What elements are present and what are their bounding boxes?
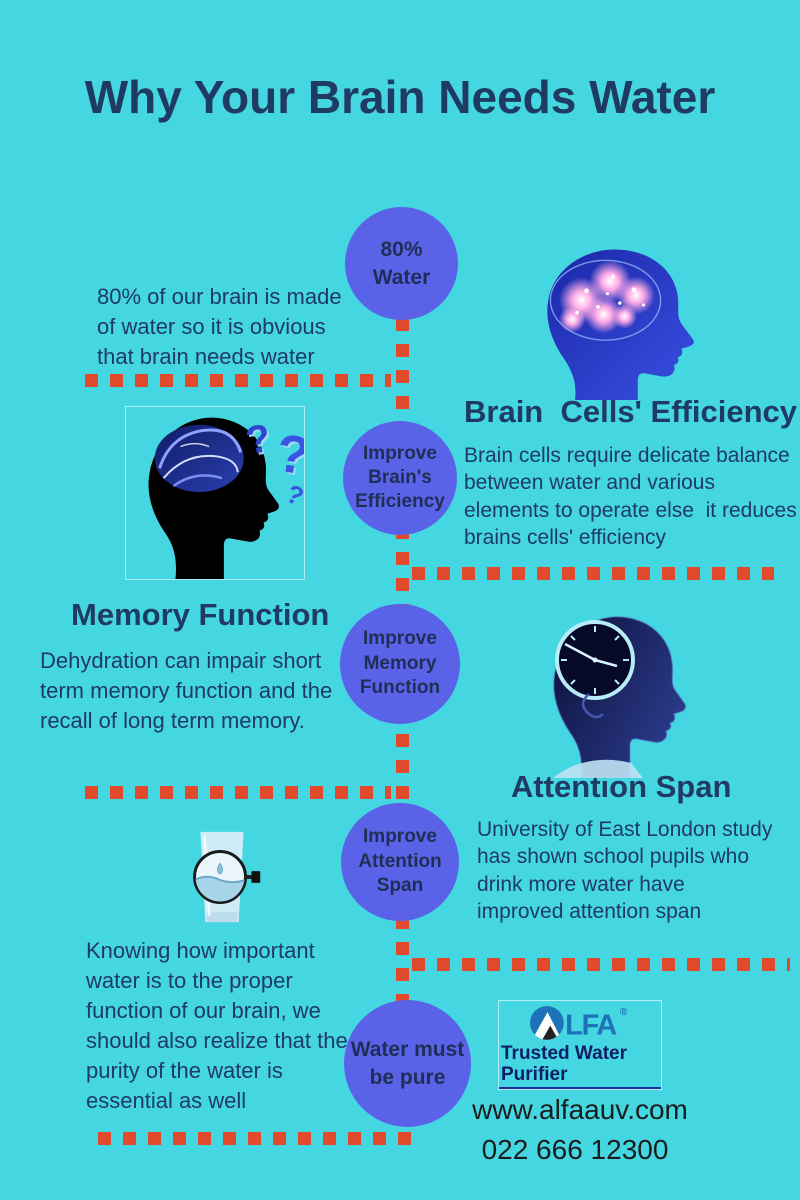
step-circle-80-percent-water: 80% Water	[345, 207, 458, 320]
divider-dashed-line-2	[412, 567, 774, 580]
website-text: www.alfaauv.com	[472, 1094, 688, 1125]
divider-dashed-line-5	[98, 1132, 413, 1145]
step-circle-water-must-be-pure: Water must be pure	[344, 1000, 471, 1127]
body-water-purity: Knowing how important water is to the pr…	[86, 938, 348, 1113]
body-attention-span: University of East London study has show…	[477, 818, 773, 923]
svg-text:?: ?	[273, 424, 304, 487]
glowing-brain-head-icon	[527, 248, 722, 400]
clock-head-icon	[537, 602, 697, 779]
svg-text:®: ®	[620, 1007, 628, 1018]
water-glass-magnifier-icon	[182, 826, 262, 928]
step-circle-improve-memory-function: Improve Memory Function	[340, 604, 460, 724]
heading-memory-function: Memory Function	[71, 597, 330, 632]
body-memory-function: Dehydration can impair short term memory…	[40, 648, 333, 733]
logo-tagline: Trusted Water Purifier	[499, 1043, 661, 1089]
svg-text:LFA: LFA	[565, 1009, 617, 1041]
page-title: Why Your Brain Needs Water	[84, 71, 716, 123]
step-circle-improve-attention-span: Improve Attention Span	[341, 803, 459, 921]
step-circle-improve-brains-efficiency: Improve Brain's Efficiency	[343, 421, 457, 535]
divider-dashed-line-4	[412, 958, 790, 971]
divider-dashed-line-1	[85, 374, 391, 387]
alfa-logo: LFA ® Trusted Water Purifier	[498, 1000, 662, 1090]
divider-dashed-line-3	[85, 786, 391, 799]
thinking-head-question-marks-icon: ? ? ? ? ?	[125, 406, 315, 580]
body-brain-cells-efficiency: Brain cells require delicate balance bet…	[464, 444, 797, 549]
alfa-logo-graphic: LFA ®	[529, 1006, 628, 1041]
phone-number-text: 022 666 12300	[481, 1134, 669, 1165]
body-80-percent-water: 80% of our brain is made of water so it …	[97, 284, 342, 369]
